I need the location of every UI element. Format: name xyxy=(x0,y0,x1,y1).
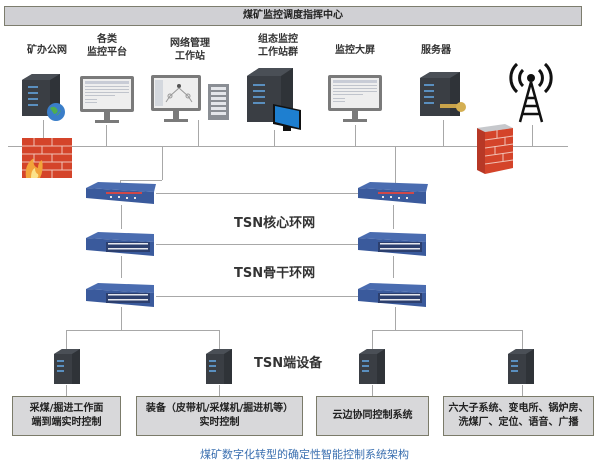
uplink-line xyxy=(395,147,396,185)
backbone-switch-left xyxy=(86,232,154,256)
drop-line xyxy=(106,125,107,146)
downlink-line xyxy=(219,385,220,397)
backbone-ring-link xyxy=(156,244,362,245)
end-server-icon xyxy=(54,349,80,384)
downlink-line xyxy=(372,330,522,331)
downlink-line xyxy=(395,307,396,331)
downlink-line xyxy=(372,330,373,350)
downlink-line xyxy=(66,330,67,350)
ring-vertical xyxy=(121,205,122,229)
drop-line xyxy=(43,120,44,146)
diagram-title: 煤矿监控调度指挥中心 xyxy=(243,10,343,21)
ring-vertical xyxy=(393,205,394,229)
label-office-network: 矿办公网 xyxy=(27,45,67,56)
ring-vertical xyxy=(393,256,394,278)
end-device-box-equipment: 装备（皮带机/采煤机/掘进机等） 实时控制 xyxy=(136,396,303,436)
backbone-ring-label: TSN骨干环网 xyxy=(234,266,316,281)
label-monitor-platforms: 各类监控平台 xyxy=(87,34,127,58)
drop-line xyxy=(443,120,444,146)
downlink-line xyxy=(522,385,523,397)
edge-switch-left xyxy=(86,283,154,307)
drop-line xyxy=(274,130,275,146)
uplink-line xyxy=(162,147,163,180)
core-switch-right xyxy=(358,182,428,204)
end-device-box-mining-face: 采煤/掘进工作面 端到端实时控制 xyxy=(12,396,121,436)
label-server: 服务器 xyxy=(421,45,451,56)
firewall-icon xyxy=(477,124,514,174)
end-server-icon xyxy=(359,349,385,384)
monitor-icon xyxy=(80,76,134,123)
downlink-line xyxy=(121,307,122,331)
end-server-icon xyxy=(508,349,534,384)
monitor-rack-icon xyxy=(151,75,229,122)
label-network-mgmt: 网络管理工作站 xyxy=(170,38,210,62)
downlink-line xyxy=(522,330,523,350)
drop-line xyxy=(355,125,356,146)
drop-line xyxy=(532,125,533,146)
downlink-line xyxy=(66,385,67,397)
firewall-flame-icon xyxy=(22,138,72,178)
monitor-icon xyxy=(328,75,382,122)
drop-line xyxy=(198,120,199,146)
server-monitor-icon xyxy=(247,68,301,131)
antenna-tower-icon xyxy=(509,62,553,123)
uplink-line xyxy=(120,180,162,181)
backbone-switch-right xyxy=(358,232,426,256)
end-server-icon xyxy=(206,349,232,384)
core-ring-label: TSN核心环网 xyxy=(234,216,316,231)
label-big-screen: 监控大屏 xyxy=(335,45,375,56)
server-key-icon xyxy=(420,72,466,116)
diagram-caption: 煤矿数字化转型的确定性智能控制系统架构 xyxy=(200,448,409,461)
downlink-line xyxy=(372,385,373,397)
edge-ring-link xyxy=(156,296,362,297)
label-config-workstations: 组态监控工作站群 xyxy=(258,34,298,58)
downlink-line xyxy=(219,330,220,350)
core-ring-link xyxy=(156,193,362,194)
edge-switch-right xyxy=(358,283,426,307)
downlink-line xyxy=(66,330,219,331)
bus-line xyxy=(8,146,568,147)
title-bar: 煤矿监控调度指挥中心 xyxy=(4,6,582,26)
end-device-box-subsystems: 六大子系统、变电所、锅炉房、 洗煤厂、定位、语音、广播 xyxy=(443,396,594,436)
end-device-box-cloud-edge: 云边协同控制系统 xyxy=(316,396,429,436)
core-switch-left xyxy=(86,182,156,204)
server-globe-icon xyxy=(22,74,65,121)
ring-vertical xyxy=(121,256,122,278)
endpoint-label: TSN端设备 xyxy=(254,356,323,371)
